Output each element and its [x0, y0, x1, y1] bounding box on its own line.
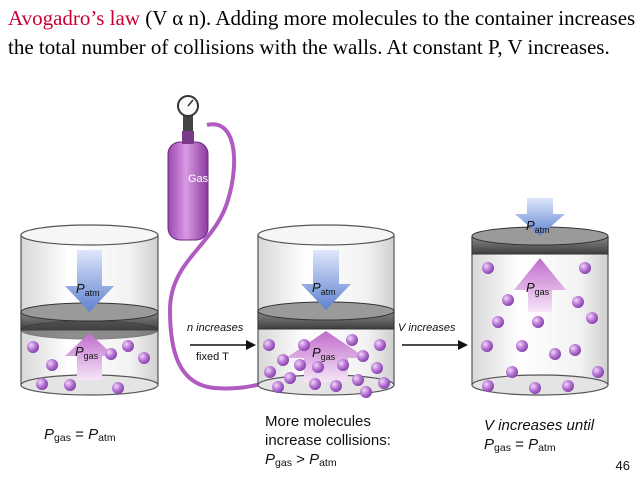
left-caption: Pgas = Patm: [44, 426, 116, 444]
molecules: [263, 334, 390, 398]
gas-tank-label: Gas: [188, 173, 209, 185]
middle-caption: More molecules increase collisions: Pgas…: [265, 412, 391, 473]
tank-neck: [183, 115, 193, 131]
slide-heading: Avogadro’s law (V α n). Adding more mole…: [8, 4, 636, 62]
law-name: Avogadro’s law: [8, 6, 140, 30]
fixed-t-label: fixed T: [196, 351, 229, 363]
right-caption-line2: Pgas = Patm: [484, 436, 556, 454]
gas-hose: [167, 122, 263, 391]
container-left: Patm Pgas: [20, 224, 159, 396]
left-p-gas-label: Pgas: [75, 344, 99, 361]
law-description: (V α n). Adding more molecules to the co…: [8, 6, 636, 59]
middle-p-atm-label: Patm: [312, 280, 336, 297]
middle-caption-line1: More molecules: [265, 413, 371, 430]
right-caption-line1: V increases until: [484, 417, 595, 434]
right-caption: V increases until Pgas = Patm: [484, 416, 594, 458]
gas-cylinder: [167, 141, 209, 241]
v-increases-label: V increases: [398, 322, 456, 334]
slide-number: 46: [615, 458, 630, 473]
molecules: [27, 340, 150, 394]
n-increases-label: n increases: [187, 322, 244, 334]
gas-tank: [167, 95, 263, 391]
tank-valve: [182, 131, 194, 144]
middle-caption-line2: increase collisions:: [265, 432, 391, 449]
gas-pressure-arrow: [65, 333, 114, 380]
container-right: Patm Pgas: [471, 198, 609, 396]
atm-pressure-arrow: [301, 250, 351, 310]
gas-pressure-arrow: [514, 258, 566, 312]
left-p-atm-label: Patm: [76, 281, 100, 298]
right-p-gas-label: Pgas: [526, 280, 550, 297]
middle-p-gas-label: Pgas: [312, 345, 336, 362]
right-p-atm-label: Patm: [526, 218, 550, 235]
molecules: [481, 262, 604, 394]
container-middle: Patm Pgas: [257, 224, 395, 398]
atm-pressure-arrow: [65, 250, 114, 312]
middle-caption-line3: Pgas > Patm: [265, 451, 337, 469]
atm-pressure-arrow: [515, 198, 565, 236]
